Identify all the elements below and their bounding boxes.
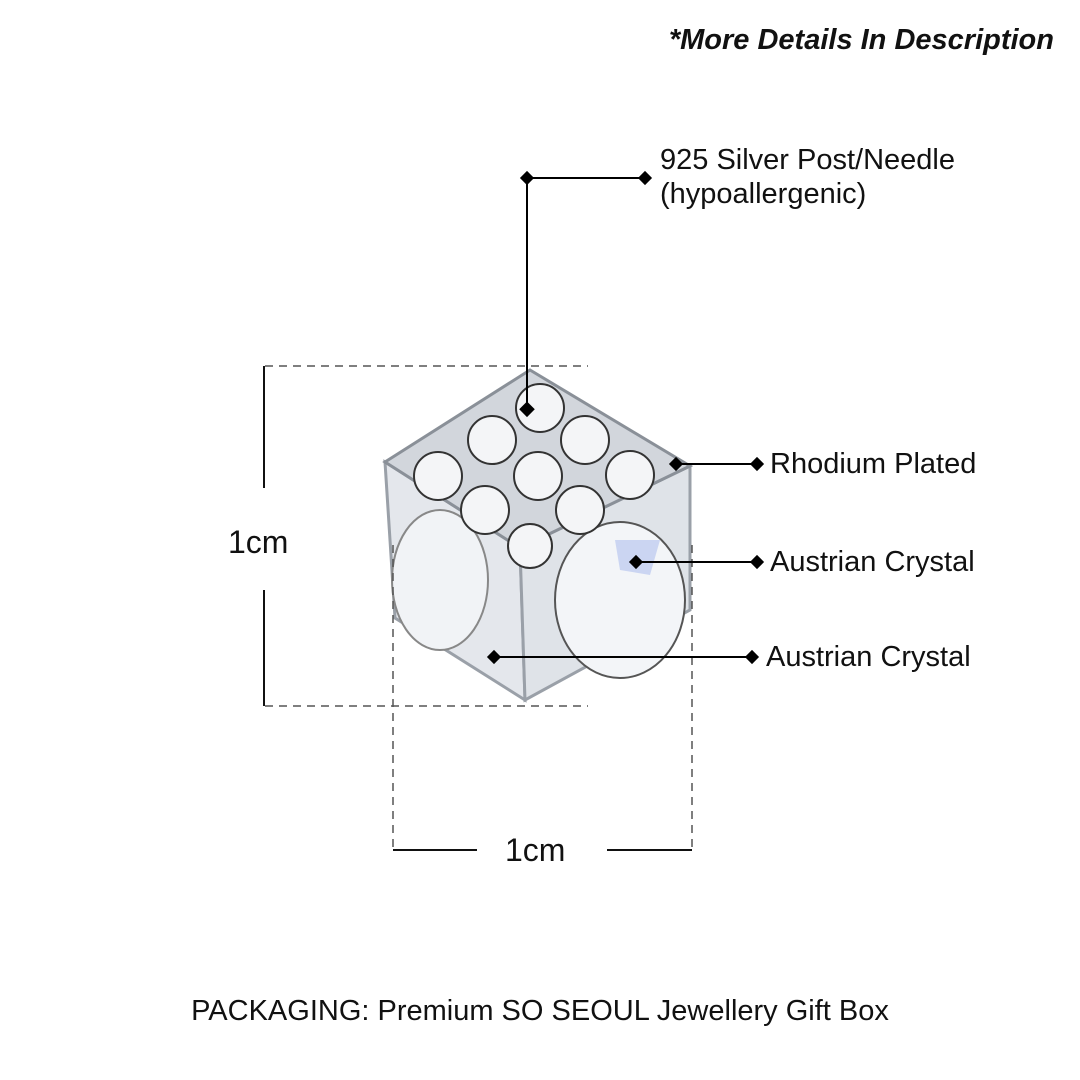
crystal-side-label: Austrian Crystal	[770, 546, 975, 578]
details-note: *More Details In Description	[668, 24, 1054, 56]
plating-label: Rhodium Plated	[770, 448, 977, 480]
crystal-side-leader-line	[628, 554, 765, 570]
needle-leader-line	[519, 170, 653, 418]
packaging-text: PACKAGING: Premium SO SEOUL Jewellery Gi…	[191, 995, 889, 1027]
needle-label: 925 Silver Post/Needle (hypoallergenic)	[660, 143, 955, 211]
height-dimension	[263, 365, 588, 707]
height-label: 1cm	[228, 524, 289, 560]
needle-label-line1: 925 Silver Post/Needle	[660, 144, 955, 176]
rhodium-leader-line	[668, 456, 765, 472]
needle-label-line2: (hypoallergenic)	[660, 178, 867, 210]
crystal-front-leader-line	[486, 649, 760, 665]
width-dimension	[392, 545, 693, 851]
width-label: 1cm	[505, 832, 566, 868]
crystal-front-label: Austrian Crystal	[766, 641, 971, 673]
earring-cube-image	[382, 368, 694, 703]
